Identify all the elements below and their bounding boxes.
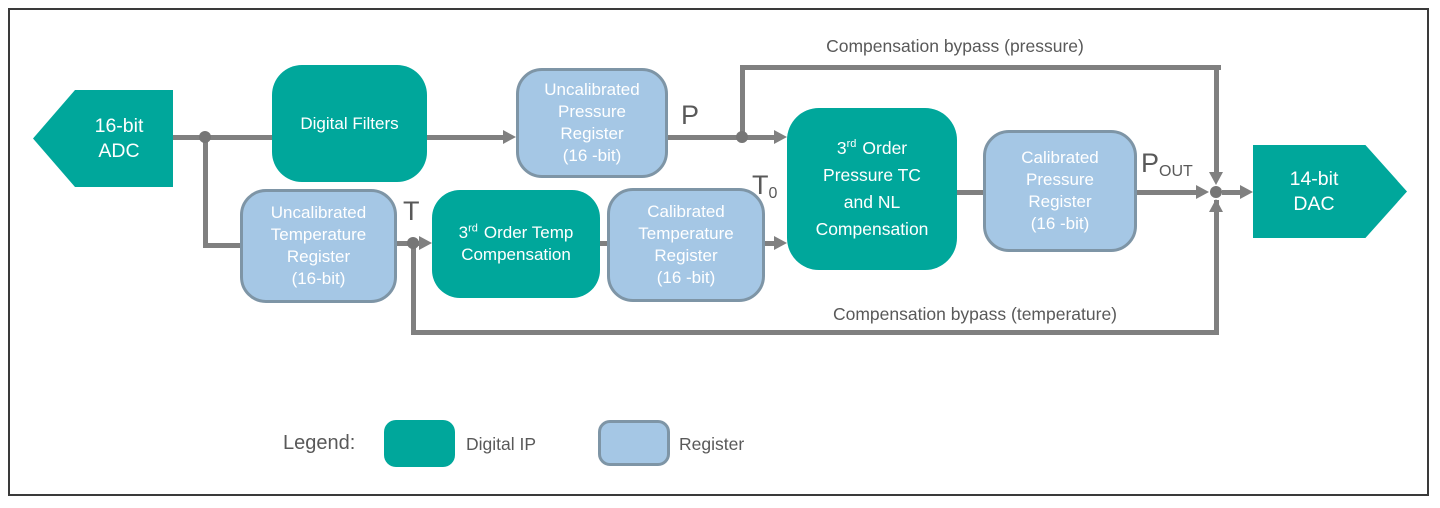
digital-filters-label: Digital Filters <box>300 113 399 133</box>
temp-compensation-block: 3rd Order Temp Compensation <box>432 190 600 298</box>
pressure-comp-line4: Compensation <box>815 219 929 239</box>
arrow-pout-into-mux-icon <box>1196 185 1209 199</box>
pout-subscript: OUT <box>1159 163 1193 181</box>
pressure-comp-line2: Pressure TC <box>823 165 921 185</box>
pressure-comp-ordinal-sup: rd <box>846 138 857 151</box>
pressure-comp-line1: Order <box>862 138 908 158</box>
legend-title: Legend: <box>283 432 356 454</box>
calibrated-temperature-register-block: Calibrated Temperature Register (16 -bit… <box>607 188 765 302</box>
legend-digital-ip-swatch <box>384 420 455 467</box>
temp-bypass-down-line <box>411 243 416 335</box>
cal-pressure-reg-line2: Pressure <box>1025 170 1095 189</box>
legend-digital-ip-label: Digital IP <box>466 434 537 454</box>
adc-branch-horizontal-line <box>203 243 241 248</box>
caltempreg-to-comp-line <box>765 241 776 246</box>
signal-label-t0: T0 <box>752 170 777 203</box>
calpressreg-out-line <box>1137 190 1198 195</box>
uncal-pressure-reg-line2: Pressure <box>557 102 627 121</box>
pressure-bypass-junction-dot <box>736 131 748 143</box>
temp-comp-line1: Order Temp <box>483 223 574 242</box>
calibrated-pressure-register-block: Calibrated Pressure Register (16 -bit) <box>983 130 1137 252</box>
legend-register-swatch <box>598 420 670 466</box>
adc-branch-junction-dot <box>199 131 211 143</box>
cal-temp-reg-line2: Temperature <box>638 224 734 243</box>
t0-subscript: 0 <box>768 185 778 203</box>
adc-label-line2: ADC <box>98 139 140 162</box>
signal-label-p: P <box>681 100 700 130</box>
uncal-temp-reg-line2: Temperature <box>270 225 367 244</box>
temp-bypass-junction-dot <box>407 237 419 249</box>
temp-comp-ordinal-sup: rd <box>468 222 478 235</box>
uncal-pressure-reg-line3: Register <box>560 124 624 143</box>
uncal-pressure-reg-line1: Uncalibrated <box>544 80 640 99</box>
uncal-temp-reg-line4: (16-bit) <box>291 269 346 288</box>
cal-pressure-reg-line1: Calibrated <box>1021 148 1099 167</box>
bypass-temperature-caption: Compensation bypass (temperature) <box>832 304 1118 324</box>
legend-register-label: Register <box>679 434 745 454</box>
cal-temp-reg-line3: Register <box>654 246 718 265</box>
arrow-bypass-pressure-into-mux-icon <box>1209 172 1223 185</box>
signal-label-t: T <box>403 196 420 226</box>
pressure-bypass-up-line <box>740 65 745 140</box>
dac-label-line2: DAC <box>1293 192 1335 215</box>
pressure-comp-line3: and NL <box>843 192 901 212</box>
cal-pressure-reg-line4: (16 -bit) <box>1030 214 1090 233</box>
temp-bypass-bottom-line <box>411 330 1219 335</box>
dac-label-line1: 14-bit <box>1289 167 1339 190</box>
t0-base: T <box>752 170 769 200</box>
tempcomp-to-calreg-line <box>598 241 610 246</box>
uncal-temp-reg-line3: Register <box>286 247 351 266</box>
uncalibrated-pressure-register-block: Uncalibrated Pressure Register (16 -bit) <box>516 68 668 178</box>
filters-to-pressure-reg-line <box>427 135 504 140</box>
temp-comp-line2: Compensation <box>461 245 571 264</box>
cal-temp-reg-line1: Calibrated <box>647 202 725 221</box>
output-mux-junction-dot <box>1210 186 1222 198</box>
adc-branch-vertical-line <box>203 135 208 248</box>
pressure-compensation-block: 3rd Order Pressure TC and NL Compensation <box>787 108 957 270</box>
signal-label-pout: POUT <box>1141 148 1193 181</box>
arrow-into-pressure-comp-t0-icon <box>774 236 787 250</box>
presscomp-to-calreg-line <box>955 190 985 195</box>
cal-pressure-reg-line3: Register <box>1028 192 1092 211</box>
digital-filters-block: Digital Filters <box>272 65 427 182</box>
arrow-into-temp-comp-icon <box>419 236 432 250</box>
pressure-bypass-top-line <box>740 65 1221 70</box>
cal-temp-reg-line4: (16 -bit) <box>656 268 716 287</box>
pout-base: P <box>1141 148 1160 178</box>
mux-to-dac-line <box>1222 190 1242 195</box>
adc-label-line1: 16-bit <box>94 114 144 137</box>
uncal-temp-reg-line1: Uncalibrated <box>270 203 367 222</box>
arrow-into-pressure-comp-p-icon <box>774 130 787 144</box>
arrow-bypass-temp-into-mux-icon <box>1209 199 1223 212</box>
temp-bypass-up-line <box>1214 200 1219 335</box>
uncal-pressure-reg-line4: (16 -bit) <box>562 146 622 165</box>
pressure-bypass-down-line <box>1214 65 1219 178</box>
temp-comp-ordinal: 3 <box>458 223 469 242</box>
uncalibrated-temperature-register-block: Uncalibrated Temperature Register (16-bi… <box>240 189 397 303</box>
bypass-pressure-caption: Compensation bypass (pressure) <box>826 36 1084 56</box>
pressure-comp-ordinal: 3 <box>836 138 847 158</box>
arrow-into-uncal-pressure-reg-icon <box>503 130 516 144</box>
pressure-reg-to-comp-line <box>668 135 775 140</box>
arrow-into-dac-icon <box>1240 185 1253 199</box>
adc-output-line <box>173 135 273 140</box>
